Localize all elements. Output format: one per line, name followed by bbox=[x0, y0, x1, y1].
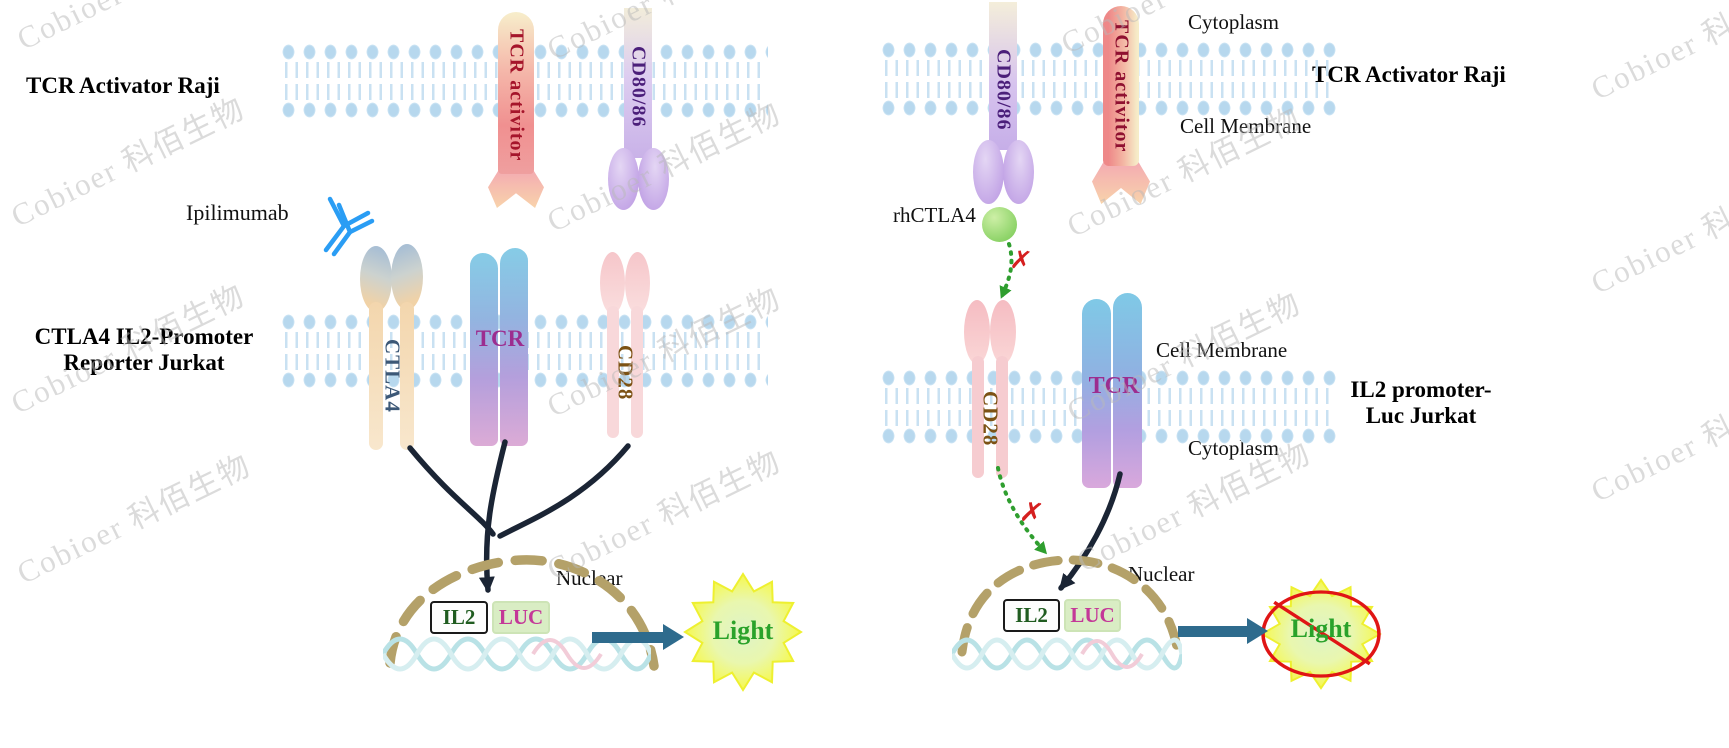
tcr-signal-path bbox=[478, 439, 508, 593]
receptor-tcr-left: TCR bbox=[470, 248, 530, 446]
nuclear-label-right: Nuclear bbox=[1128, 562, 1195, 586]
raji-cell-label-right: TCR Activator Raji bbox=[1312, 62, 1506, 87]
receptor-stem bbox=[989, 2, 1017, 150]
watermark: Cobioer 科佰生物 bbox=[1585, 0, 1729, 107]
light-burst-left bbox=[683, 572, 803, 692]
blocked-cd28-signal-arrow bbox=[996, 466, 1048, 555]
receptor-tcr-activator-left: TCR activitor bbox=[488, 12, 544, 212]
cd28-signal-path bbox=[497, 443, 631, 539]
antibody-arm bbox=[327, 196, 347, 229]
receptor-stem bbox=[400, 302, 414, 450]
dotted-green-path bbox=[996, 466, 1048, 555]
dna-strand-pink bbox=[531, 638, 603, 670]
cytoplasm-label-top: Cytoplasm bbox=[1188, 10, 1280, 34]
receptor-chain bbox=[1113, 293, 1142, 488]
luc-gene-box-left: LUC bbox=[492, 601, 550, 634]
blocked-slash bbox=[1273, 600, 1371, 666]
antibody-stem bbox=[323, 223, 347, 253]
rhctla4-label: rhCTLA4 bbox=[893, 203, 976, 227]
jurkat-cell-label-left: CTLA4 IL2-Promoter Reporter Jurkat bbox=[10, 324, 278, 376]
receptor-cd28-left: CD28 bbox=[598, 252, 652, 438]
il2-gene-box-right: IL2 bbox=[1003, 599, 1060, 632]
watermark: Cobioer 科佰生物 bbox=[1585, 365, 1729, 509]
receptor-stem bbox=[498, 12, 534, 174]
nucleus-arc-right bbox=[957, 555, 1183, 659]
ipilimumab-label: Ipilimumab bbox=[186, 200, 289, 225]
receptor-tcr-activator-right: TCR activitor bbox=[1092, 6, 1150, 208]
receptor-lobe bbox=[990, 300, 1016, 364]
receptor-stem bbox=[972, 356, 984, 478]
watermark: Cobioer 科佰生物 bbox=[8, 0, 257, 58]
receptor-chain bbox=[1082, 299, 1111, 488]
jurkat-cell-label-right: IL2 promoter- Luc Jurkat bbox=[1332, 377, 1510, 429]
receptor-label: TCR bbox=[475, 326, 525, 351]
receptor-label: CD28 bbox=[613, 345, 638, 401]
receptor-lobe bbox=[973, 140, 1004, 204]
cell-membrane-label-bottom: Cell Membrane bbox=[1156, 338, 1288, 362]
receptor-stem bbox=[369, 302, 383, 450]
dna-strand bbox=[952, 637, 1182, 671]
dna-strand bbox=[383, 636, 651, 672]
antibody-arm bbox=[336, 202, 353, 235]
light-label-right: Light bbox=[1290, 614, 1352, 643]
receptor-label: CD80/86 bbox=[627, 46, 650, 128]
receptor-ctla4-left: CTLA4 bbox=[360, 244, 424, 452]
receptor-label: CTLA4 bbox=[380, 339, 405, 413]
jurkat-label-line1: CTLA4 IL2-Promoter bbox=[34, 324, 254, 349]
receptor-lobe bbox=[1003, 140, 1034, 204]
watermark: Cobioer 科佰生物 bbox=[11, 447, 257, 591]
dna-strand-pink bbox=[1080, 639, 1144, 669]
watermark: Cobioer 科佰生物 bbox=[1585, 157, 1729, 301]
receptor-lobe bbox=[625, 252, 650, 314]
receptor-cd80-86-left: CD80/86 bbox=[608, 8, 670, 218]
receptor-chain bbox=[470, 253, 498, 446]
rhctla4-protein bbox=[982, 207, 1017, 242]
antibody-arm bbox=[341, 210, 371, 229]
receptor-stem bbox=[996, 356, 1008, 478]
receptor-lobe bbox=[600, 252, 625, 314]
nucleus-envelope bbox=[385, 555, 659, 671]
nucleus-envelope bbox=[957, 555, 1183, 659]
receptor-label: TCR bbox=[1088, 373, 1140, 399]
receptor-label: CD80/86 bbox=[992, 49, 1015, 131]
receptor-stem bbox=[624, 8, 652, 158]
jurkat-label-line2: Luc Jurkat bbox=[1365, 403, 1477, 428]
raji-cell-label-left: TCR Activator Raji bbox=[26, 73, 220, 98]
receptor-lobe bbox=[608, 148, 639, 210]
receptor-label: TCR activitor bbox=[505, 28, 528, 162]
dotted-green-path bbox=[999, 242, 1014, 299]
receptor-tcr-right: TCR bbox=[1082, 293, 1146, 488]
red-x-icon: ✗ bbox=[1008, 244, 1034, 278]
ctla4-signal-path bbox=[407, 445, 496, 537]
receptor-lobe bbox=[638, 148, 669, 210]
receptor-lobe bbox=[964, 300, 990, 364]
receptor-cd28-right: CD28 bbox=[962, 300, 1018, 478]
receptor-stem bbox=[1103, 6, 1139, 166]
blocked-binding-arrow-top bbox=[999, 242, 1014, 299]
result-arrow-right bbox=[1178, 618, 1268, 644]
receptor-label: TCR activitor bbox=[1110, 20, 1133, 153]
receptor-cd80-86-right: CD80/86 bbox=[972, 2, 1034, 214]
receptor-chain bbox=[500, 248, 528, 446]
receptor-stem bbox=[631, 306, 643, 438]
signal-arrow-right bbox=[1058, 471, 1123, 591]
light-label-left: Light bbox=[712, 616, 774, 645]
luc-gene-box-right: LUC bbox=[1064, 599, 1121, 632]
result-arrow-left bbox=[592, 624, 684, 650]
receptor-stem bbox=[607, 306, 619, 438]
receptor-lobe bbox=[360, 246, 392, 312]
antibody-stem bbox=[331, 229, 353, 257]
antibody-arm bbox=[347, 218, 375, 235]
jurkat-label-line2: Reporter Jurkat bbox=[63, 350, 225, 375]
tcr-signal-path bbox=[1058, 471, 1123, 591]
jurkat-label-line1: IL2 promoter- bbox=[1350, 377, 1492, 402]
antibody-icon bbox=[323, 196, 375, 257]
nucleus-arc-left bbox=[385, 555, 659, 671]
receptor-label: CD28 bbox=[978, 391, 1003, 447]
signal-arrows-left bbox=[407, 439, 631, 593]
receptor-lobe bbox=[391, 244, 423, 310]
starburst-shape bbox=[683, 572, 803, 692]
dna-helix-right bbox=[952, 637, 1182, 671]
il2-gene-box-left: IL2 bbox=[430, 601, 488, 634]
